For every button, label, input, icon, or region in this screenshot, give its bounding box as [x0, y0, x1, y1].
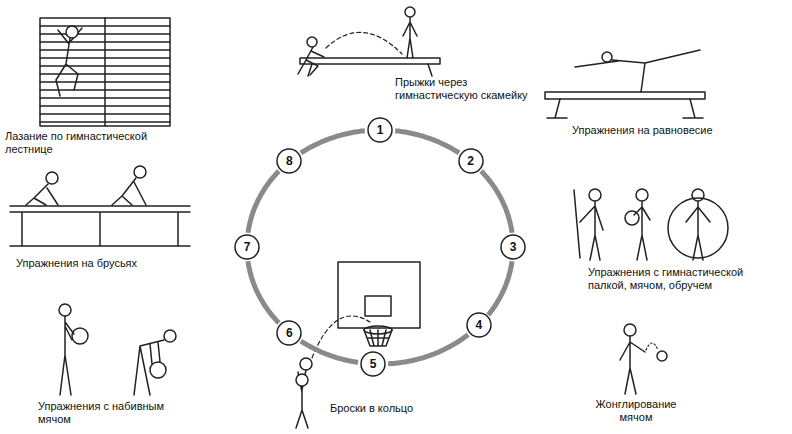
balance-beam [545, 92, 705, 99]
station-caption: Броски в кольцо [330, 402, 440, 415]
circle-shape [501, 235, 525, 259]
circle-shape [361, 352, 385, 376]
climber-head [66, 26, 78, 38]
ring-segment [301, 341, 358, 362]
backboard [338, 262, 420, 328]
station-circle: 2 [458, 148, 484, 174]
ring-segment [481, 171, 512, 233]
hoop-figure-head [692, 189, 704, 201]
bars-figure-head [134, 166, 146, 178]
figure-head [164, 330, 176, 342]
medicine-ball-figure [134, 340, 164, 395]
station-number: 8 [276, 154, 302, 168]
medicine-ball [72, 328, 88, 344]
hoop-figure [686, 201, 710, 260]
station-circle: 6 [276, 320, 302, 346]
circle-shape [459, 149, 483, 173]
wall-bars-frame [40, 18, 170, 126]
climber-figure [56, 28, 82, 96]
station-caption: Прыжки через гимнастическую скамейку [395, 76, 545, 102]
ring-segment [248, 171, 279, 233]
stick-figure [574, 190, 603, 260]
jump-trajectory [326, 32, 402, 54]
ring-segment [488, 261, 512, 315]
circle-shape [277, 321, 301, 345]
circle-shape [368, 118, 392, 142]
gym-bench [300, 58, 440, 64]
station-caption: Упражнения с гимнастической палкой, мячо… [588, 266, 776, 292]
hoop [668, 198, 728, 258]
wall-bars-rungs [40, 18, 170, 126]
backboard-square [365, 296, 391, 316]
balance-figure [575, 50, 700, 92]
station-circle: 7 [234, 234, 260, 260]
station-number: 6 [276, 326, 302, 340]
ball [625, 211, 639, 225]
ring-segment [395, 131, 459, 153]
station-circle: 8 [276, 148, 302, 174]
station-caption: Лазание по гимнастической лестнице [5, 130, 151, 156]
station-number: 2 [458, 154, 484, 168]
stick-figure-head [589, 189, 601, 201]
basketball [300, 358, 312, 370]
medicine-ball [150, 362, 166, 378]
ring-segment [388, 335, 468, 364]
ring-segment [248, 261, 279, 323]
figure-head [59, 304, 71, 316]
bars-figure [112, 178, 146, 205]
circle-shape [277, 149, 301, 173]
thrower-figure [296, 370, 308, 428]
ball-figure-head [636, 189, 648, 201]
medicine-ball-figure [60, 316, 74, 395]
balance-figure-head [602, 52, 612, 62]
station-number: 4 [466, 318, 492, 332]
bars-figure-head [46, 172, 58, 184]
station-circle: 5 [360, 351, 386, 377]
parallel-bars [10, 206, 190, 246]
station-circle: 3 [500, 234, 526, 260]
circle-shape [467, 313, 491, 337]
station-caption: Упражнения на брусьях [16, 257, 186, 270]
station-number: 3 [500, 240, 526, 254]
standing-figure [403, 17, 417, 58]
circle-shape [235, 235, 259, 259]
station-number: 1 [367, 123, 393, 137]
juggler-head [624, 324, 636, 336]
station-number: 7 [234, 240, 260, 254]
ring-segment [301, 131, 365, 153]
station-caption: Жонглирование мячом [590, 398, 682, 424]
ball-trajectory [646, 343, 658, 350]
jumper-head [307, 37, 317, 47]
jumper-figure [298, 47, 324, 75]
bars-figure [26, 184, 58, 205]
station-number: 5 [360, 357, 386, 371]
beam-legs [547, 99, 703, 118]
net [364, 330, 392, 346]
station-circle: 1 [367, 117, 393, 143]
station-caption: Упражнения на равновесие [572, 124, 742, 137]
ball [657, 351, 667, 361]
standing-figure-head [405, 7, 415, 17]
station-caption: Упражнения с набивным мячом [38, 400, 174, 426]
ball-figure [634, 201, 650, 260]
station-circle: 4 [466, 312, 492, 338]
thrower-head [296, 374, 308, 386]
bench-legs [308, 64, 432, 76]
juggler-figure [620, 336, 645, 394]
